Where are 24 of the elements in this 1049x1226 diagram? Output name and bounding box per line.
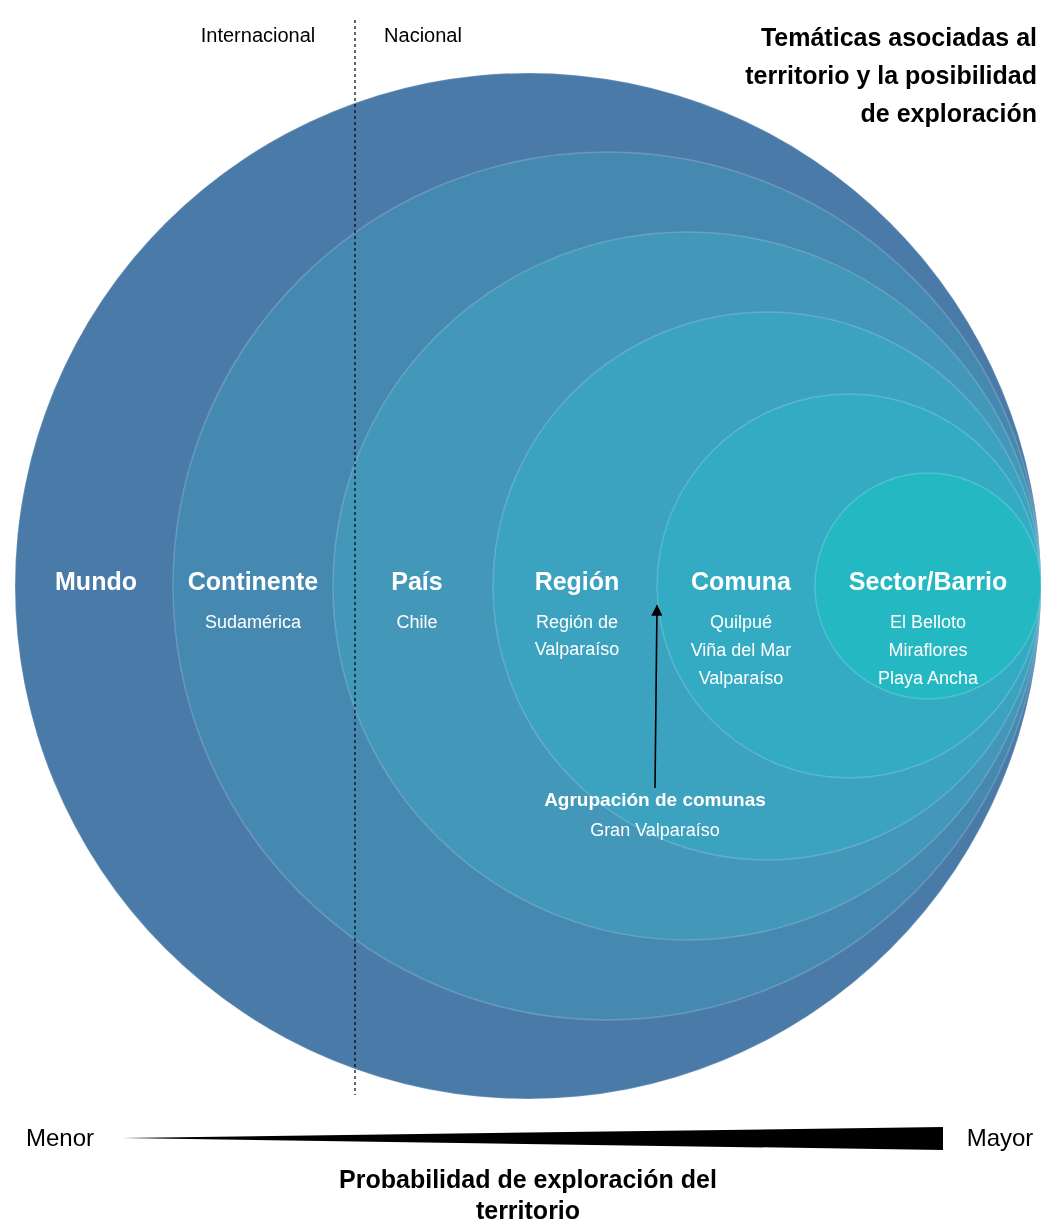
place-name: Valparaíso: [698, 667, 784, 690]
level-heading: Mundo: [55, 567, 137, 596]
place-name: El Belloto: [890, 611, 966, 634]
level-heading: Región: [534, 567, 620, 596]
scale-label: Menor: [26, 1124, 94, 1152]
place-name: Sudamérica: [203, 611, 302, 634]
axis-title: Probabilidad de exploración del territorio: [338, 1164, 718, 1226]
place-name: Miraflores: [888, 639, 968, 662]
scope-label: Nacional: [384, 24, 462, 47]
place-name: Gran Valparaíso: [590, 820, 720, 841]
place-name: Quilpué: [710, 611, 772, 634]
scale-label: Mayor: [966, 1124, 1034, 1152]
level-heading: Continente: [187, 567, 319, 596]
place-name: Viña del Mar: [690, 639, 792, 662]
group-heading: Agrupación de comunas: [544, 789, 766, 811]
place-name: Playa Ancha: [877, 667, 979, 690]
arrow: [651, 604, 663, 789]
level-heading: País: [391, 567, 443, 596]
place-name: Región de Valparaíso: [533, 611, 621, 661]
level-heading: Comuna: [691, 567, 791, 596]
title: Temáticas asociadas al territorio y la posibilidad de exploración: [744, 22, 1037, 129]
scope-label: Internacional: [200, 24, 316, 47]
place-name: Chile: [395, 611, 439, 634]
level-heading: Sector/Barrio: [848, 567, 1008, 596]
